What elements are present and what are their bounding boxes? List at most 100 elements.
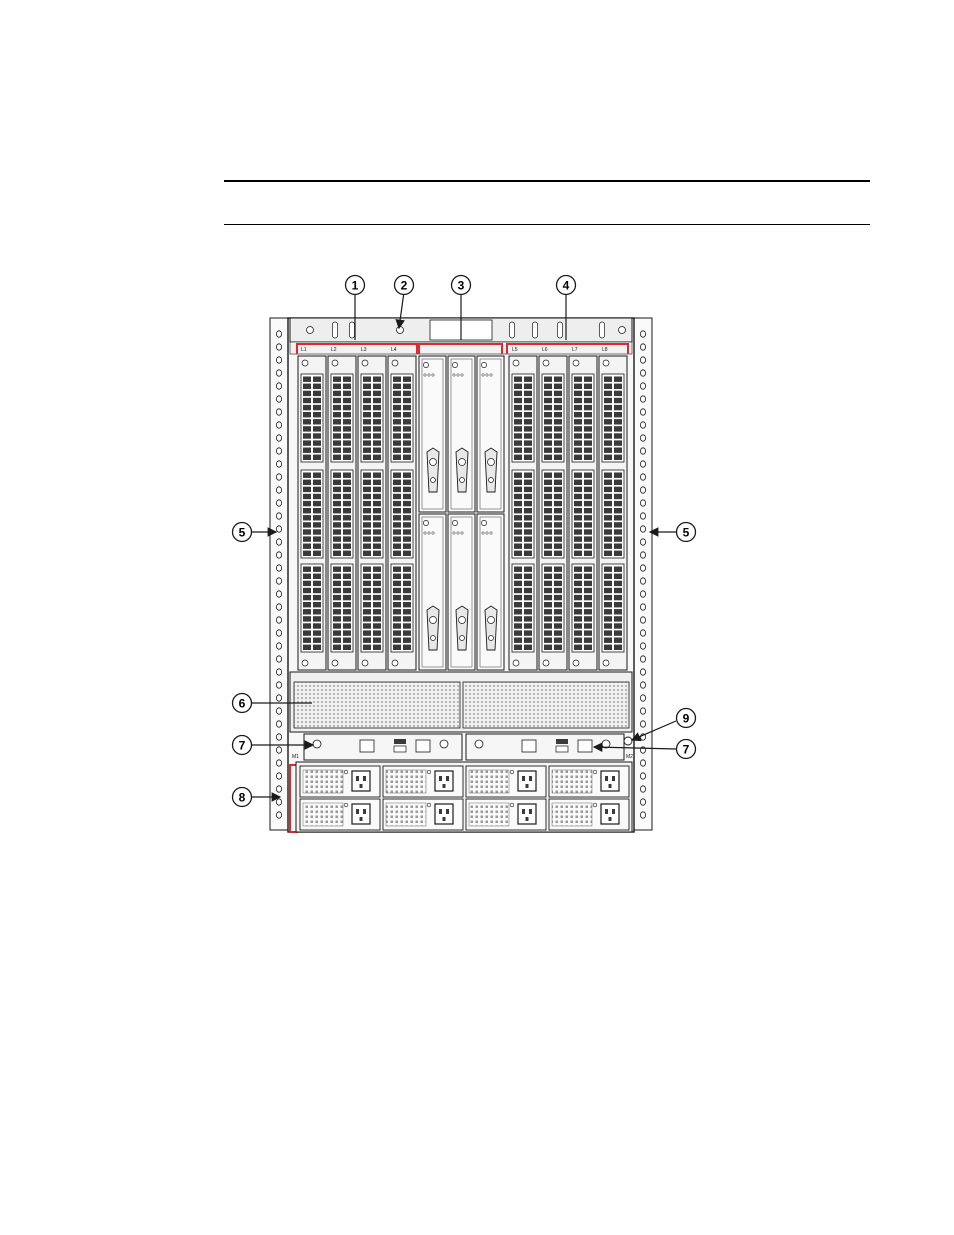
- ethernet-port: [343, 529, 351, 534]
- ethernet-port: [524, 602, 532, 607]
- ethernet-port: [524, 405, 532, 410]
- ethernet-port: [554, 567, 562, 572]
- ethernet-port: [584, 377, 592, 382]
- ethernet-port: [584, 581, 592, 586]
- ethernet-port: [544, 480, 552, 485]
- ethernet-port: [604, 536, 612, 541]
- ejector-lever: [427, 448, 439, 492]
- ejector-screw: [392, 360, 398, 366]
- ejector-screw: [332, 660, 338, 666]
- psu-latch: [427, 803, 431, 807]
- psu-vent: [386, 770, 426, 793]
- ethernet-port: [343, 574, 351, 579]
- ethernet-port: [574, 426, 582, 431]
- ethernet-port: [303, 419, 311, 424]
- ethernet-port: [524, 567, 532, 572]
- psu-vent: [386, 803, 426, 826]
- ethernet-port: [373, 480, 381, 485]
- rack-ear-hole: [640, 604, 645, 610]
- ethernet-port: [614, 419, 622, 424]
- ethernet-port: [614, 616, 622, 621]
- ethernet-port: [544, 384, 552, 389]
- ethernet-port: [363, 638, 371, 643]
- ethernet-port: [514, 638, 522, 643]
- ethernet-port: [343, 588, 351, 593]
- rack-ear-hole: [276, 747, 281, 753]
- ethernet-port: [303, 551, 311, 556]
- ethernet-port: [524, 494, 532, 499]
- port-block: [512, 470, 534, 558]
- management-slot-label: M2: [626, 754, 633, 760]
- ethernet-port: [584, 602, 592, 607]
- ethernet-port: [524, 480, 532, 485]
- ethernet-port: [574, 522, 582, 527]
- ethernet-port: [333, 645, 341, 650]
- ethernet-port: [343, 419, 351, 424]
- ethernet-port: [343, 645, 351, 650]
- rack-ear-hole: [276, 552, 281, 558]
- ethernet-port: [373, 508, 381, 513]
- rack-ear-hole: [640, 500, 645, 506]
- callout-5-right: 5: [677, 523, 696, 542]
- ethernet-port: [303, 544, 311, 549]
- ethernet-port: [343, 609, 351, 614]
- ethernet-port: [514, 595, 522, 600]
- ethernet-port: [403, 455, 411, 460]
- ethernet-port: [614, 536, 622, 541]
- ethernet-port: [554, 515, 562, 520]
- port-block: [572, 564, 594, 652]
- rack-ear-hole: [276, 370, 281, 376]
- rack-ear-hole: [276, 422, 281, 428]
- ethernet-port: [333, 455, 341, 460]
- rack-ear-hole: [640, 474, 645, 480]
- ethernet-port: [524, 384, 532, 389]
- ethernet-port: [544, 494, 552, 499]
- ethernet-port: [614, 384, 622, 389]
- usb-port: [556, 746, 568, 752]
- ethernet-port: [604, 609, 612, 614]
- ethernet-port: [393, 616, 401, 621]
- ethernet-port: [584, 501, 592, 506]
- power-supply: [300, 799, 380, 830]
- ethernet-port: [584, 494, 592, 499]
- ethernet-port: [554, 581, 562, 586]
- rack-ear-hole: [640, 565, 645, 571]
- rack-ear-hole: [640, 617, 645, 623]
- port-block: [542, 470, 564, 558]
- ethernet-port: [343, 567, 351, 572]
- ethernet-port: [333, 412, 341, 417]
- ethernet-port: [333, 536, 341, 541]
- ethernet-port: [554, 536, 562, 541]
- line-card-slot-label: L8: [602, 347, 608, 353]
- ethernet-port: [584, 616, 592, 621]
- ethernet-port: [403, 623, 411, 628]
- ethernet-port: [403, 581, 411, 586]
- ethernet-port: [303, 501, 311, 506]
- ejector-lever: [456, 606, 468, 650]
- ethernet-port: [373, 616, 381, 621]
- ethernet-port: [333, 529, 341, 534]
- ethernet-port: [363, 433, 371, 438]
- ethernet-port: [343, 602, 351, 607]
- ethernet-port: [363, 426, 371, 431]
- ethernet-port: [373, 448, 381, 453]
- ethernet-port: [393, 433, 401, 438]
- ethernet-port: [403, 588, 411, 593]
- ethernet-port: [604, 377, 612, 382]
- ejector-screw: [302, 360, 308, 366]
- ethernet-port: [373, 581, 381, 586]
- ethernet-port: [524, 508, 532, 513]
- callout-4: 4: [557, 276, 576, 295]
- ethernet-port: [544, 529, 552, 534]
- ethernet-port: [343, 616, 351, 621]
- ethernet-port: [363, 440, 371, 445]
- callout-5-left: 5: [233, 523, 252, 542]
- ethernet-port: [303, 473, 311, 478]
- ethernet-port: [614, 473, 622, 478]
- ethernet-port: [514, 455, 522, 460]
- ethernet-port: [393, 623, 401, 628]
- line-card: [328, 356, 356, 670]
- ethernet-port: [524, 398, 532, 403]
- psu-vent: [469, 770, 509, 793]
- ethernet-port: [544, 455, 552, 460]
